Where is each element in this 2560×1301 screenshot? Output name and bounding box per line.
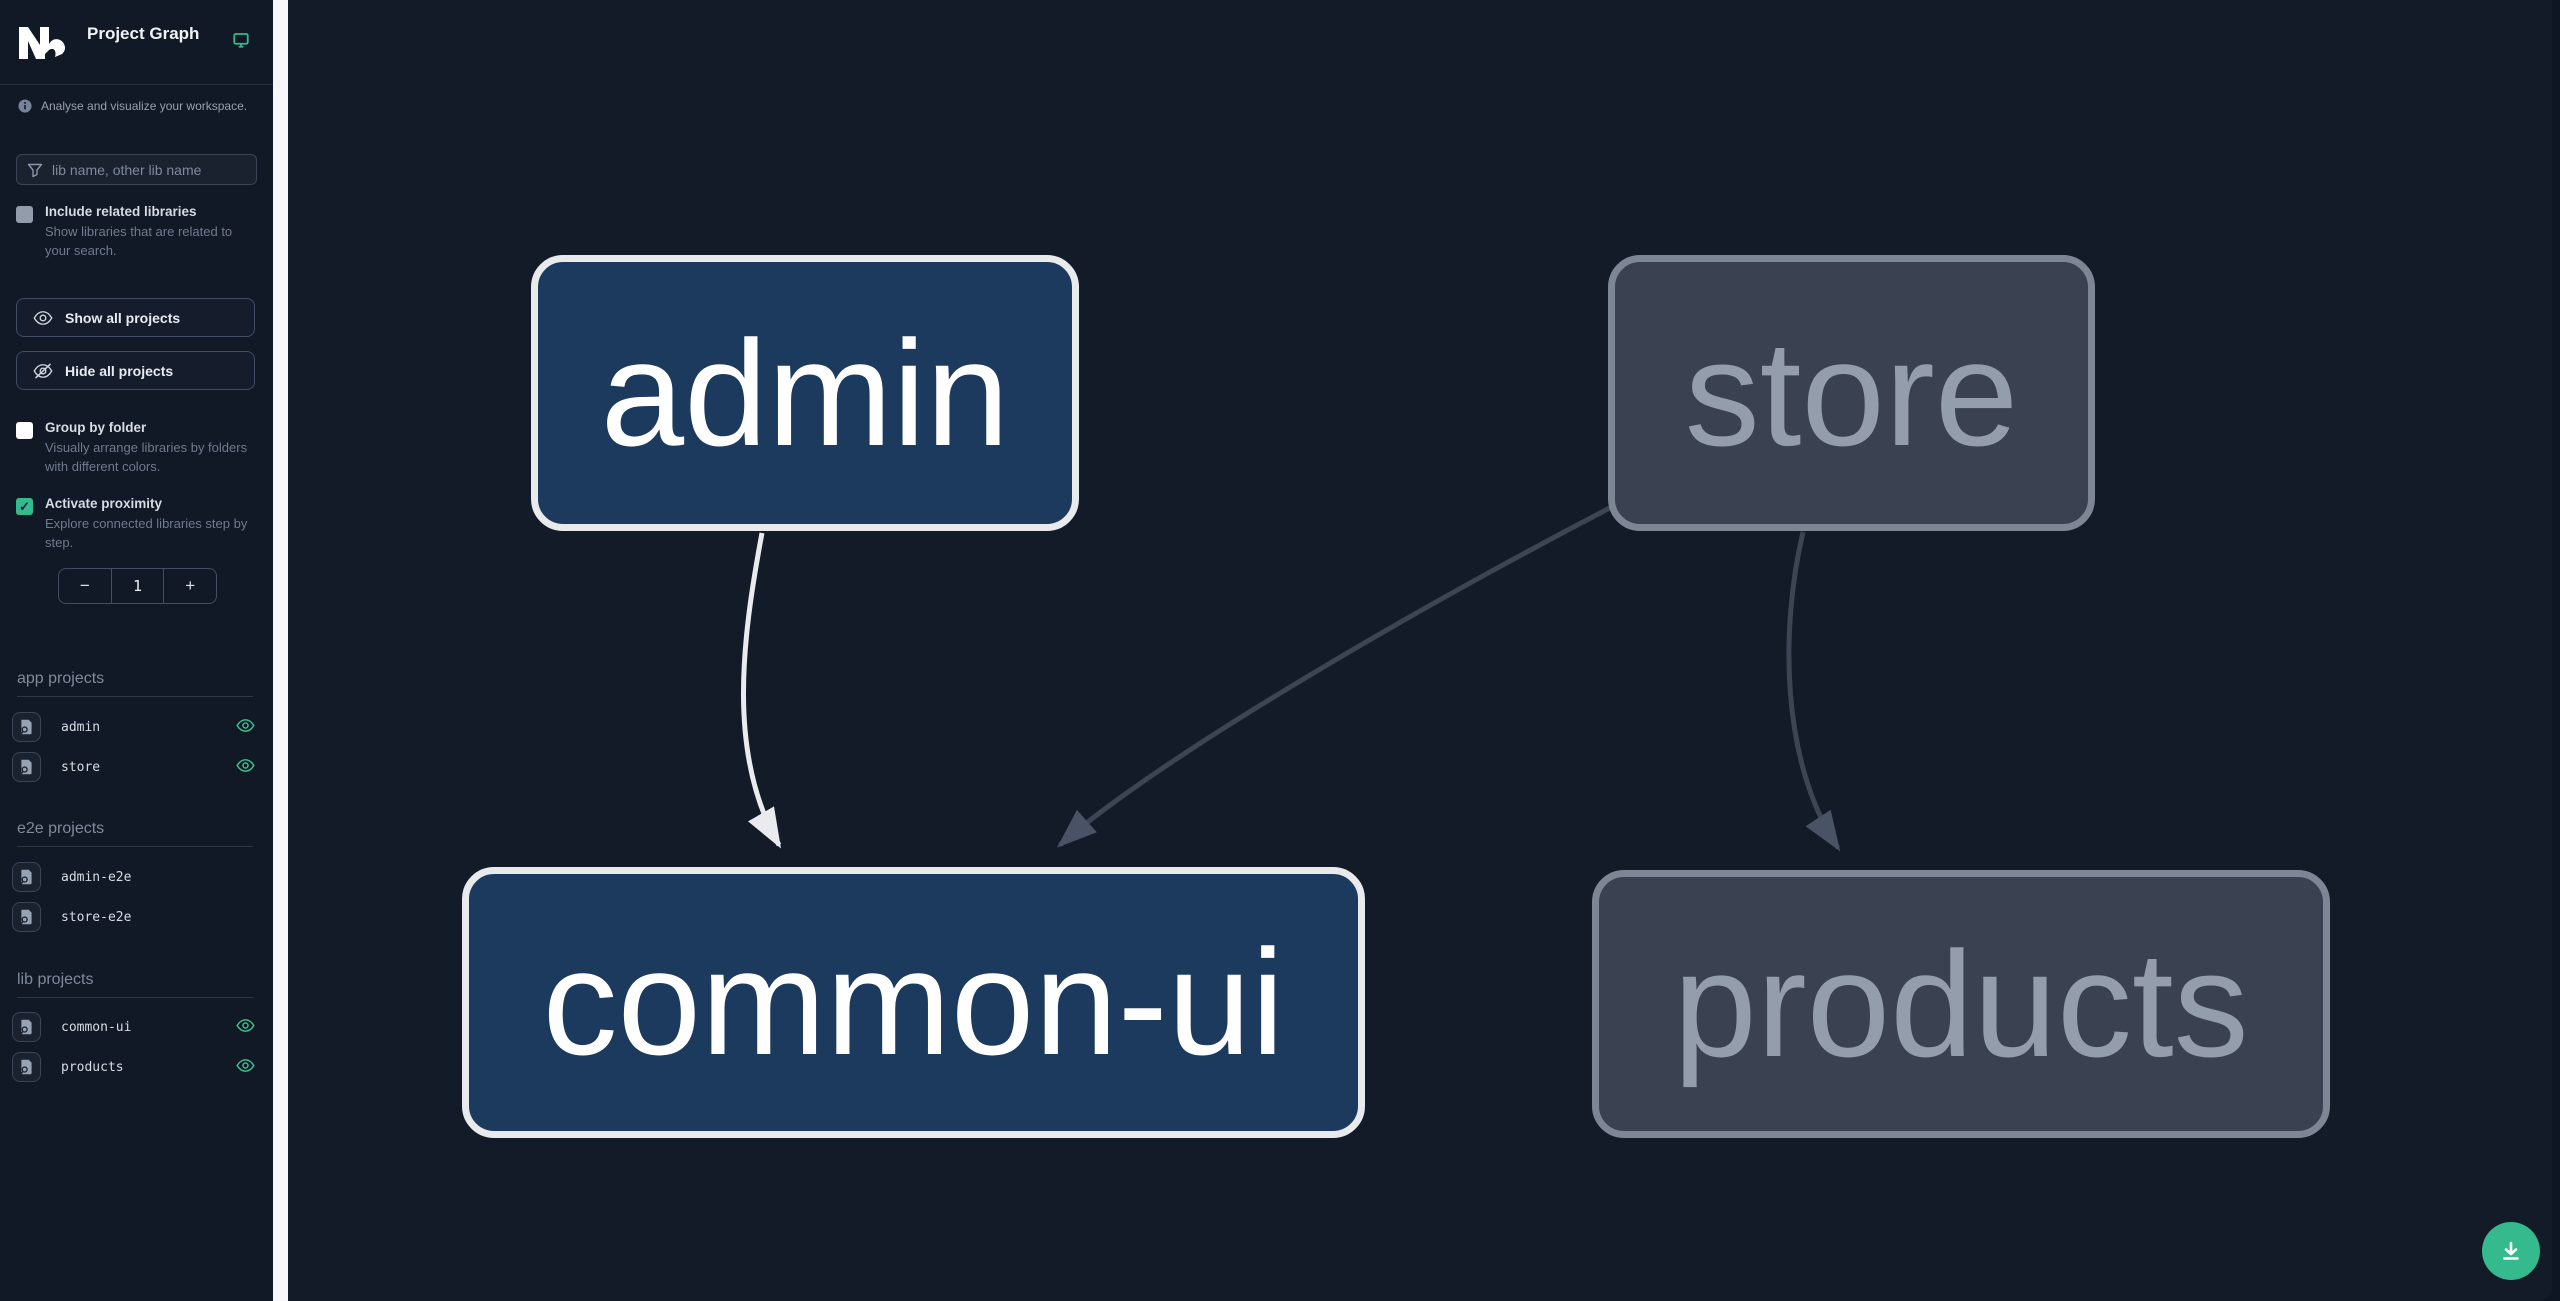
- document-magnifier-icon: [20, 1059, 32, 1075]
- activate-proximity-checkbox[interactable]: ✓: [16, 498, 33, 515]
- proximity-stepper: − 1 +: [58, 568, 217, 604]
- activate-proximity-label: Activate proximity: [45, 496, 163, 511]
- tagline-text: Analyse and visualize your workspace.: [41, 99, 248, 113]
- workspace-tagline: Analyse and visualize your workspace.: [18, 99, 258, 113]
- focus-project-button[interactable]: [12, 1052, 41, 1082]
- focus-project-button[interactable]: [12, 862, 41, 892]
- project-name: admin: [61, 720, 101, 735]
- group-by-folder-option: Group by folder Visually arrange librari…: [15, 420, 247, 476]
- document-magnifier-icon: [20, 869, 32, 885]
- visibility-eye-icon[interactable]: [236, 1058, 255, 1078]
- edge-store-to-products: [1786, 531, 1841, 852]
- hide-all-projects-label: Hide all projects: [65, 362, 174, 379]
- proximity-value: 1: [110, 569, 165, 603]
- project-row-store-e2e: store-e2e: [12, 902, 257, 932]
- document-magnifier-icon: [20, 759, 32, 775]
- system-theme-icon[interactable]: [231, 31, 251, 51]
- visibility-eye-icon[interactable]: [236, 718, 255, 738]
- sidebar-header: Project Graph: [0, 0, 273, 85]
- info-icon: [18, 99, 32, 113]
- section-title-lib-projects: lib projects: [17, 971, 253, 998]
- sidebar-scrollbar[interactable]: [273, 0, 288, 1301]
- search-box: [16, 154, 257, 185]
- graph-node-store[interactable]: store: [1608, 255, 2095, 531]
- proximity-increment-button[interactable]: +: [164, 569, 216, 603]
- project-name: store-e2e: [61, 910, 132, 925]
- project-name: common-ui: [61, 1020, 132, 1035]
- download-icon: [2503, 1241, 2519, 1260]
- group-by-folder-checkbox[interactable]: [16, 422, 33, 439]
- include-related-description: Show libraries that are related to your …: [45, 224, 233, 258]
- search-input[interactable]: [52, 161, 242, 178]
- project-name: store: [61, 760, 101, 775]
- focus-project-button[interactable]: [12, 1012, 41, 1042]
- project-row-store: store: [12, 752, 257, 782]
- project-row-products: products: [12, 1052, 257, 1082]
- dependency-edges: [741, 479, 1841, 852]
- document-magnifier-icon: [20, 1019, 32, 1035]
- include-related-option: Include related libraries Show libraries…: [15, 204, 245, 260]
- visibility-eye-icon[interactable]: [236, 758, 255, 778]
- focus-project-button[interactable]: [12, 752, 41, 782]
- edge-store-to-common-ui: [1057, 479, 1662, 848]
- document-magnifier-icon: [20, 719, 32, 735]
- section-title-app-projects: app projects: [17, 670, 253, 697]
- visibility-eye-icon[interactable]: [236, 1018, 255, 1038]
- include-related-label: Include related libraries: [45, 204, 197, 219]
- project-row-common-ui: common-ui: [12, 1012, 257, 1042]
- section-title-e2e-projects: e2e projects: [17, 820, 253, 847]
- nx-logo: [19, 27, 66, 59]
- graph-canvas[interactable]: admin store common-ui products: [288, 0, 2552, 1301]
- graph-node-products[interactable]: products: [1592, 870, 2330, 1138]
- focus-project-button[interactable]: [12, 712, 41, 742]
- show-all-projects-label: Show all projects: [65, 309, 181, 326]
- download-graph-button[interactable]: [2482, 1222, 2540, 1280]
- app-title: Project Graph: [87, 24, 200, 43]
- eye-icon: [33, 310, 53, 325]
- project-row-admin: admin: [12, 712, 257, 742]
- document-magnifier-icon: [20, 909, 32, 925]
- project-name: admin-e2e: [61, 870, 132, 885]
- activate-proximity-description: Explore connected libraries step by step…: [45, 516, 248, 550]
- graph-node-common-ui[interactable]: common-ui: [462, 867, 1365, 1138]
- hide-all-projects-button[interactable]: Hide all projects: [16, 351, 255, 390]
- project-name: products: [61, 1060, 124, 1075]
- filter-funnel-icon: [27, 163, 43, 177]
- proximity-decrement-button[interactable]: −: [59, 569, 111, 603]
- show-all-projects-button[interactable]: Show all projects: [16, 298, 255, 337]
- sidebar: Project Graph Analyse and visualize your…: [0, 0, 273, 1301]
- graph-node-admin[interactable]: admin: [531, 255, 1079, 531]
- focus-project-button[interactable]: [12, 902, 41, 932]
- group-by-folder-description: Visually arrange libraries by folders wi…: [45, 440, 248, 474]
- edge-admin-to-common-ui: [741, 532, 782, 849]
- eye-slash-icon: [33, 362, 53, 379]
- activate-proximity-option: ✓ Activate proximity Explore connected l…: [15, 496, 247, 552]
- group-by-folder-label: Group by folder: [45, 420, 147, 435]
- project-row-admin-e2e: admin-e2e: [12, 862, 257, 892]
- include-related-checkbox[interactable]: [16, 206, 33, 223]
